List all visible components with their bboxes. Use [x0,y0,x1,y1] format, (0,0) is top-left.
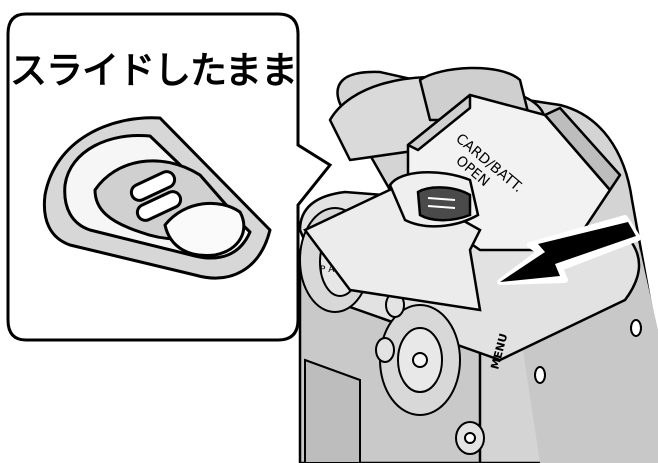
func-buttons [375,292,485,455]
callout-title: スライドしたまま [10,49,298,92]
slide-direction-arrow [497,215,641,285]
lcd-screen [304,358,361,463]
control-dial [379,304,461,416]
strap-eyelets [534,319,642,384]
zoomed-latch-detail [42,116,272,280]
door-latch [388,171,480,228]
